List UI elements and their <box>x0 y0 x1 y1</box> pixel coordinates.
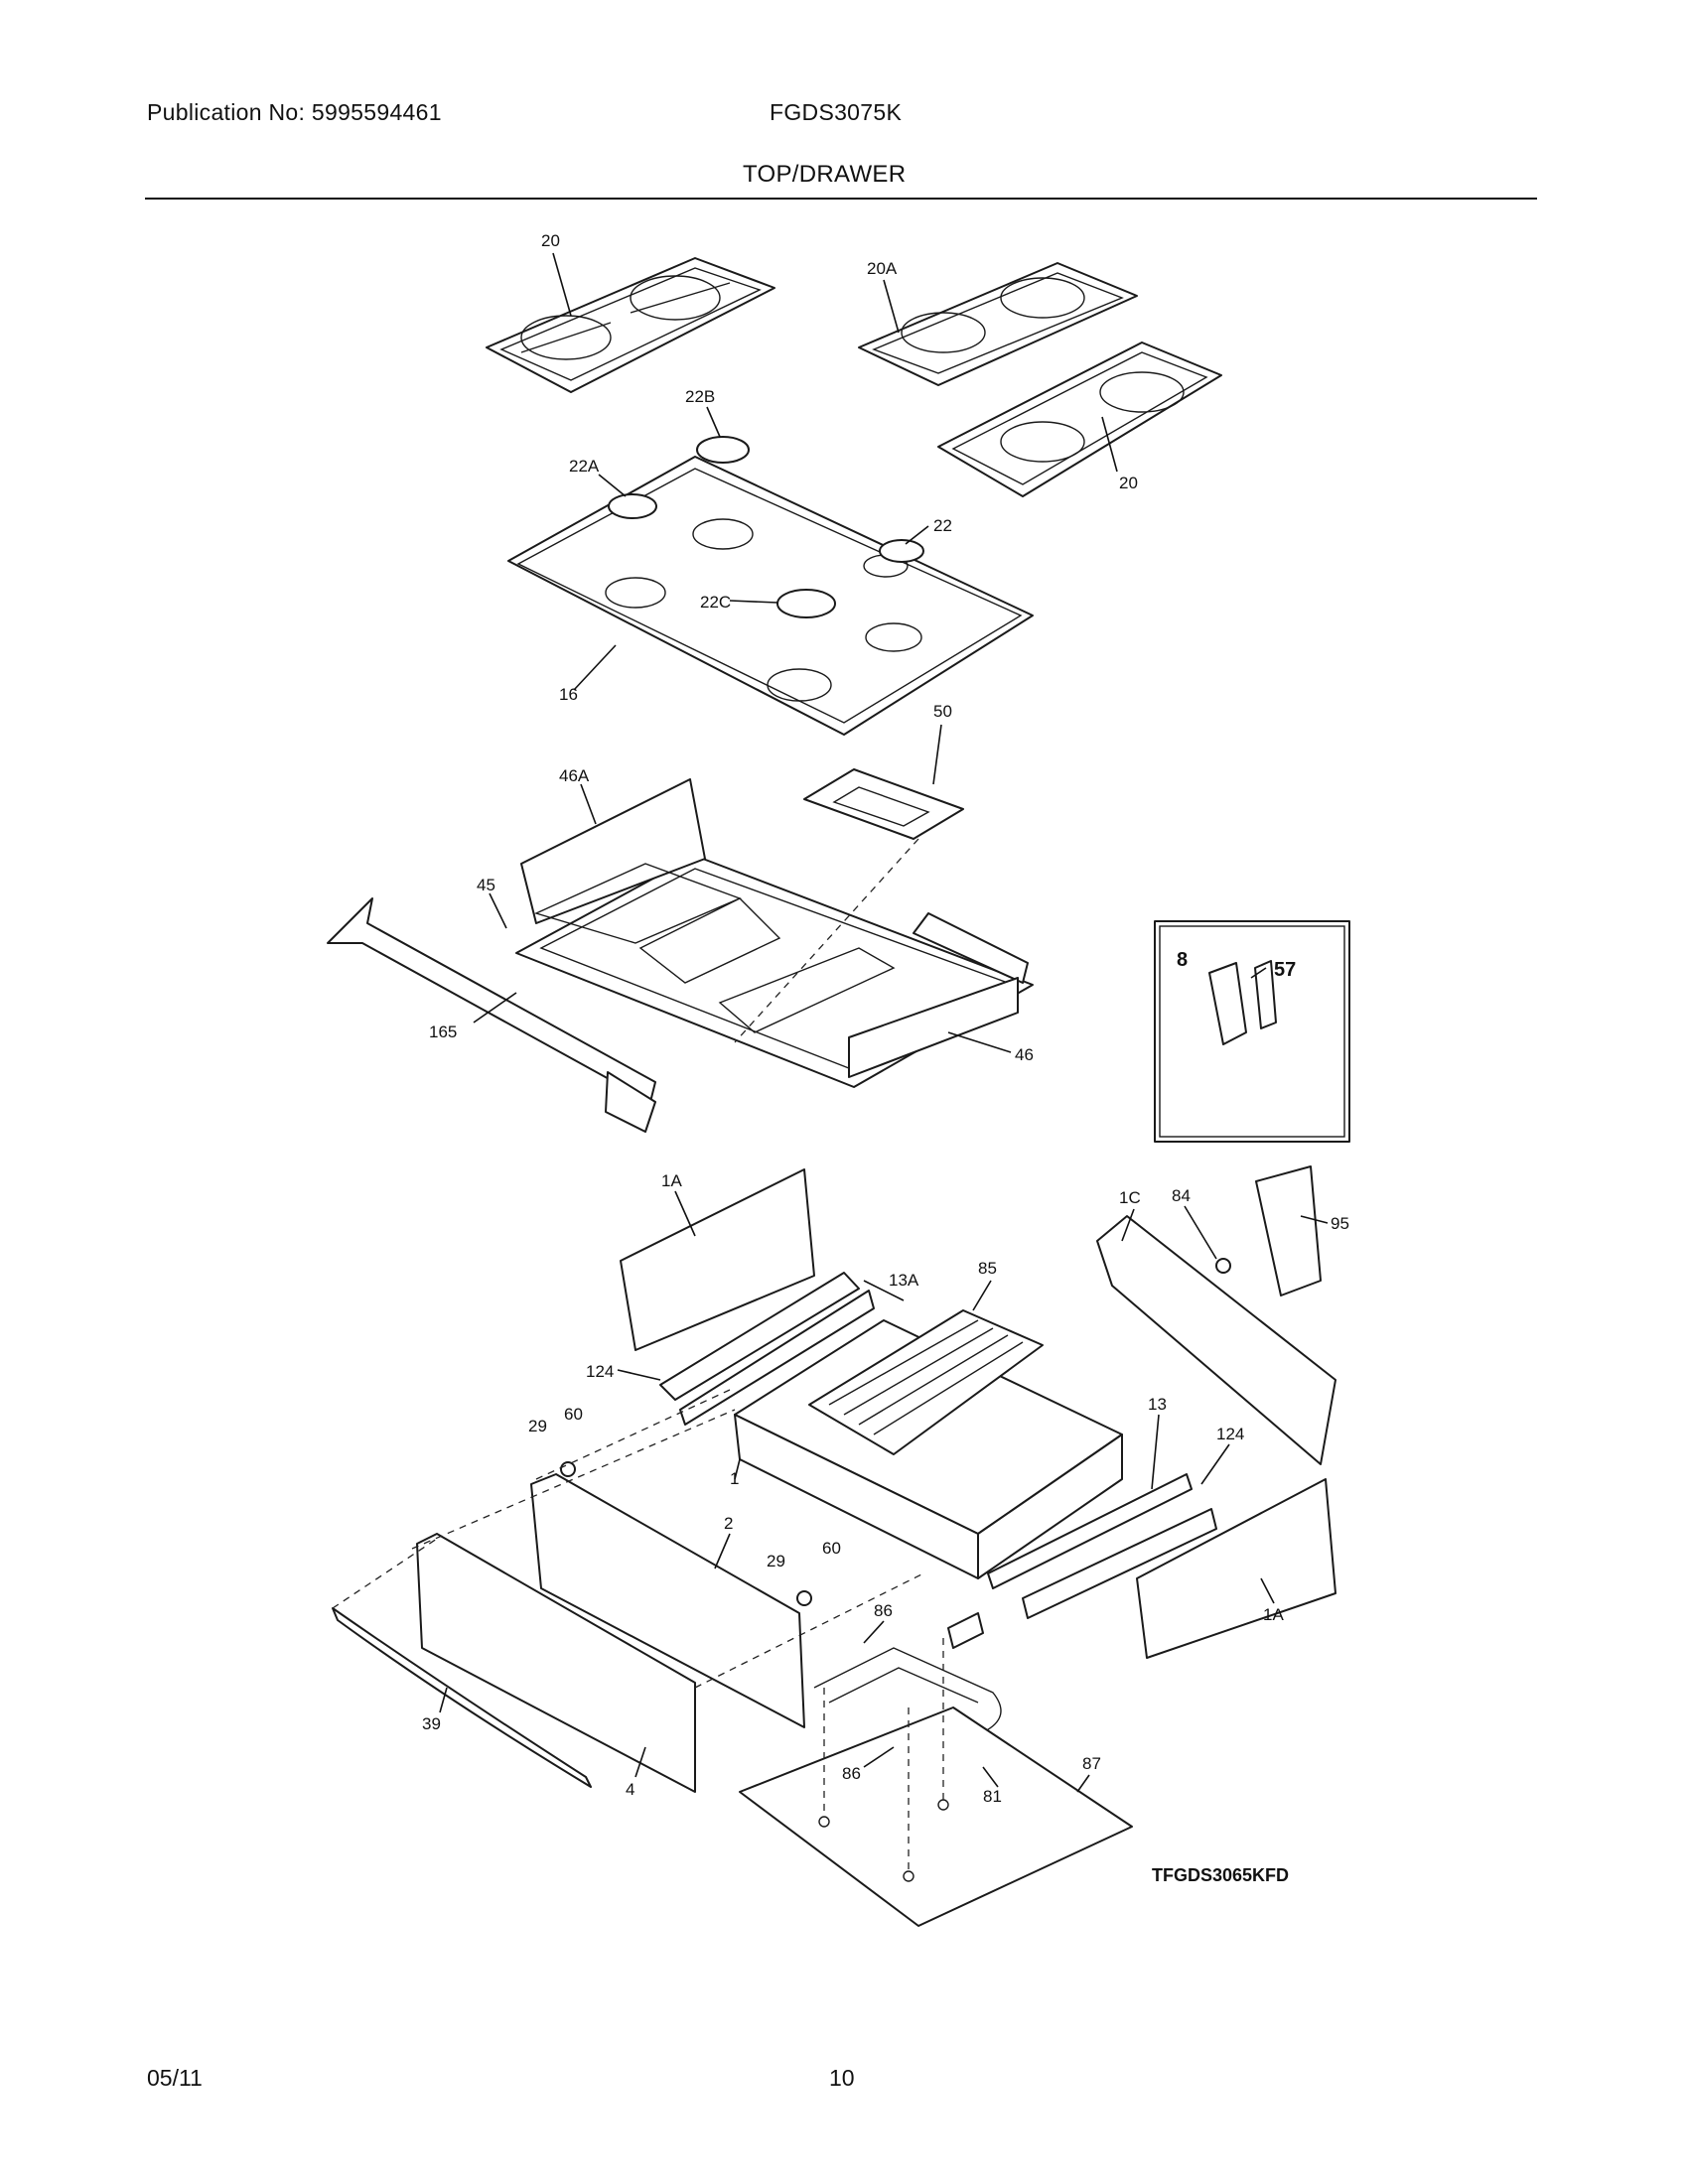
callout-46A: 46A <box>559 766 590 785</box>
callout-4: 4 <box>626 1780 634 1799</box>
callout-45: 45 <box>477 876 495 894</box>
grate-right <box>937 341 1222 497</box>
leader-lines <box>439 252 1329 1793</box>
callout-22: 22 <box>933 516 952 535</box>
drawer-front-panel-4 <box>416 1533 696 1793</box>
footer-date: 05/11 <box>147 2065 203 2091</box>
drawer-front-2 <box>530 1473 805 1728</box>
drawer-slide-13 <box>987 1473 1217 1619</box>
callout-29-upper: 29 <box>528 1417 547 1435</box>
broiler-rack-85 <box>808 1309 1044 1455</box>
callout-124-left: 124 <box>586 1362 614 1381</box>
callout-46: 46 <box>1015 1045 1034 1064</box>
callout-1: 1 <box>730 1469 739 1488</box>
shield-95 <box>1255 1165 1322 1297</box>
inset-box <box>1154 920 1350 1143</box>
callout-20A: 20A <box>867 259 898 278</box>
drawer-side-panel-1A <box>1136 1478 1336 1659</box>
diagram-code: TFGDS3065KFD <box>1152 1865 1289 1885</box>
callout-86-lower: 86 <box>842 1764 861 1783</box>
grate-center <box>858 262 1138 386</box>
small-hardware <box>560 1258 1231 1882</box>
callout-124-right: 124 <box>1216 1425 1244 1443</box>
callout-13: 13 <box>1148 1395 1167 1414</box>
callout-labels: 20 20A 20 22B 22A 22 22C 16 50 46A 45 16… <box>422 231 1349 1806</box>
callout-16: 16 <box>559 685 578 704</box>
footer-page-number: 10 <box>829 2065 855 2091</box>
callout-20-left: 20 <box>541 231 560 250</box>
tray-50 <box>803 768 964 840</box>
callout-95: 95 <box>1331 1214 1349 1233</box>
callout-22B: 22B <box>685 387 715 406</box>
publication-number: Publication No: 5995594461 <box>147 99 442 125</box>
callout-13A: 13A <box>889 1271 919 1290</box>
drawer-side-panel-1C <box>1096 1215 1336 1465</box>
callout-57: 57 <box>1274 959 1296 981</box>
callout-50: 50 <box>933 702 952 721</box>
callout-22A: 22A <box>569 457 600 476</box>
callout-29-lower: 29 <box>767 1552 785 1570</box>
cooktop <box>507 456 1034 736</box>
callout-20-right: 20 <box>1119 474 1138 492</box>
callout-60-upper: 60 <box>564 1405 583 1424</box>
callout-1C: 1C <box>1119 1188 1141 1207</box>
drawer-back-panel-1A <box>620 1168 815 1351</box>
assembly-dashed-lines <box>332 838 944 1871</box>
handle-39 <box>332 1607 592 1788</box>
front-manifold-bracket <box>327 897 656 1133</box>
callout-84: 84 <box>1172 1186 1191 1205</box>
callout-60-lower: 60 <box>822 1539 841 1558</box>
section-title: TOP/DRAWER <box>743 161 907 188</box>
callout-2: 2 <box>724 1514 733 1533</box>
callout-81: 81 <box>983 1787 1002 1806</box>
burner-caps <box>608 436 924 618</box>
callout-1A-bottom: 1A <box>1263 1605 1284 1624</box>
callout-86-upper: 86 <box>874 1601 893 1620</box>
model-number: FGDS3075K <box>770 99 903 125</box>
burner-box <box>515 778 1034 1088</box>
callout-39: 39 <box>422 1714 441 1733</box>
header-rule <box>145 198 1537 200</box>
callout-8: 8 <box>1177 949 1188 971</box>
grate-left <box>486 257 775 393</box>
drawer-bottom-87 <box>739 1706 1133 1927</box>
callout-22C: 22C <box>700 593 731 612</box>
callout-87: 87 <box>1082 1754 1101 1773</box>
callout-165: 165 <box>429 1023 457 1041</box>
callout-1A-top: 1A <box>661 1171 682 1190</box>
callout-85: 85 <box>978 1259 997 1278</box>
